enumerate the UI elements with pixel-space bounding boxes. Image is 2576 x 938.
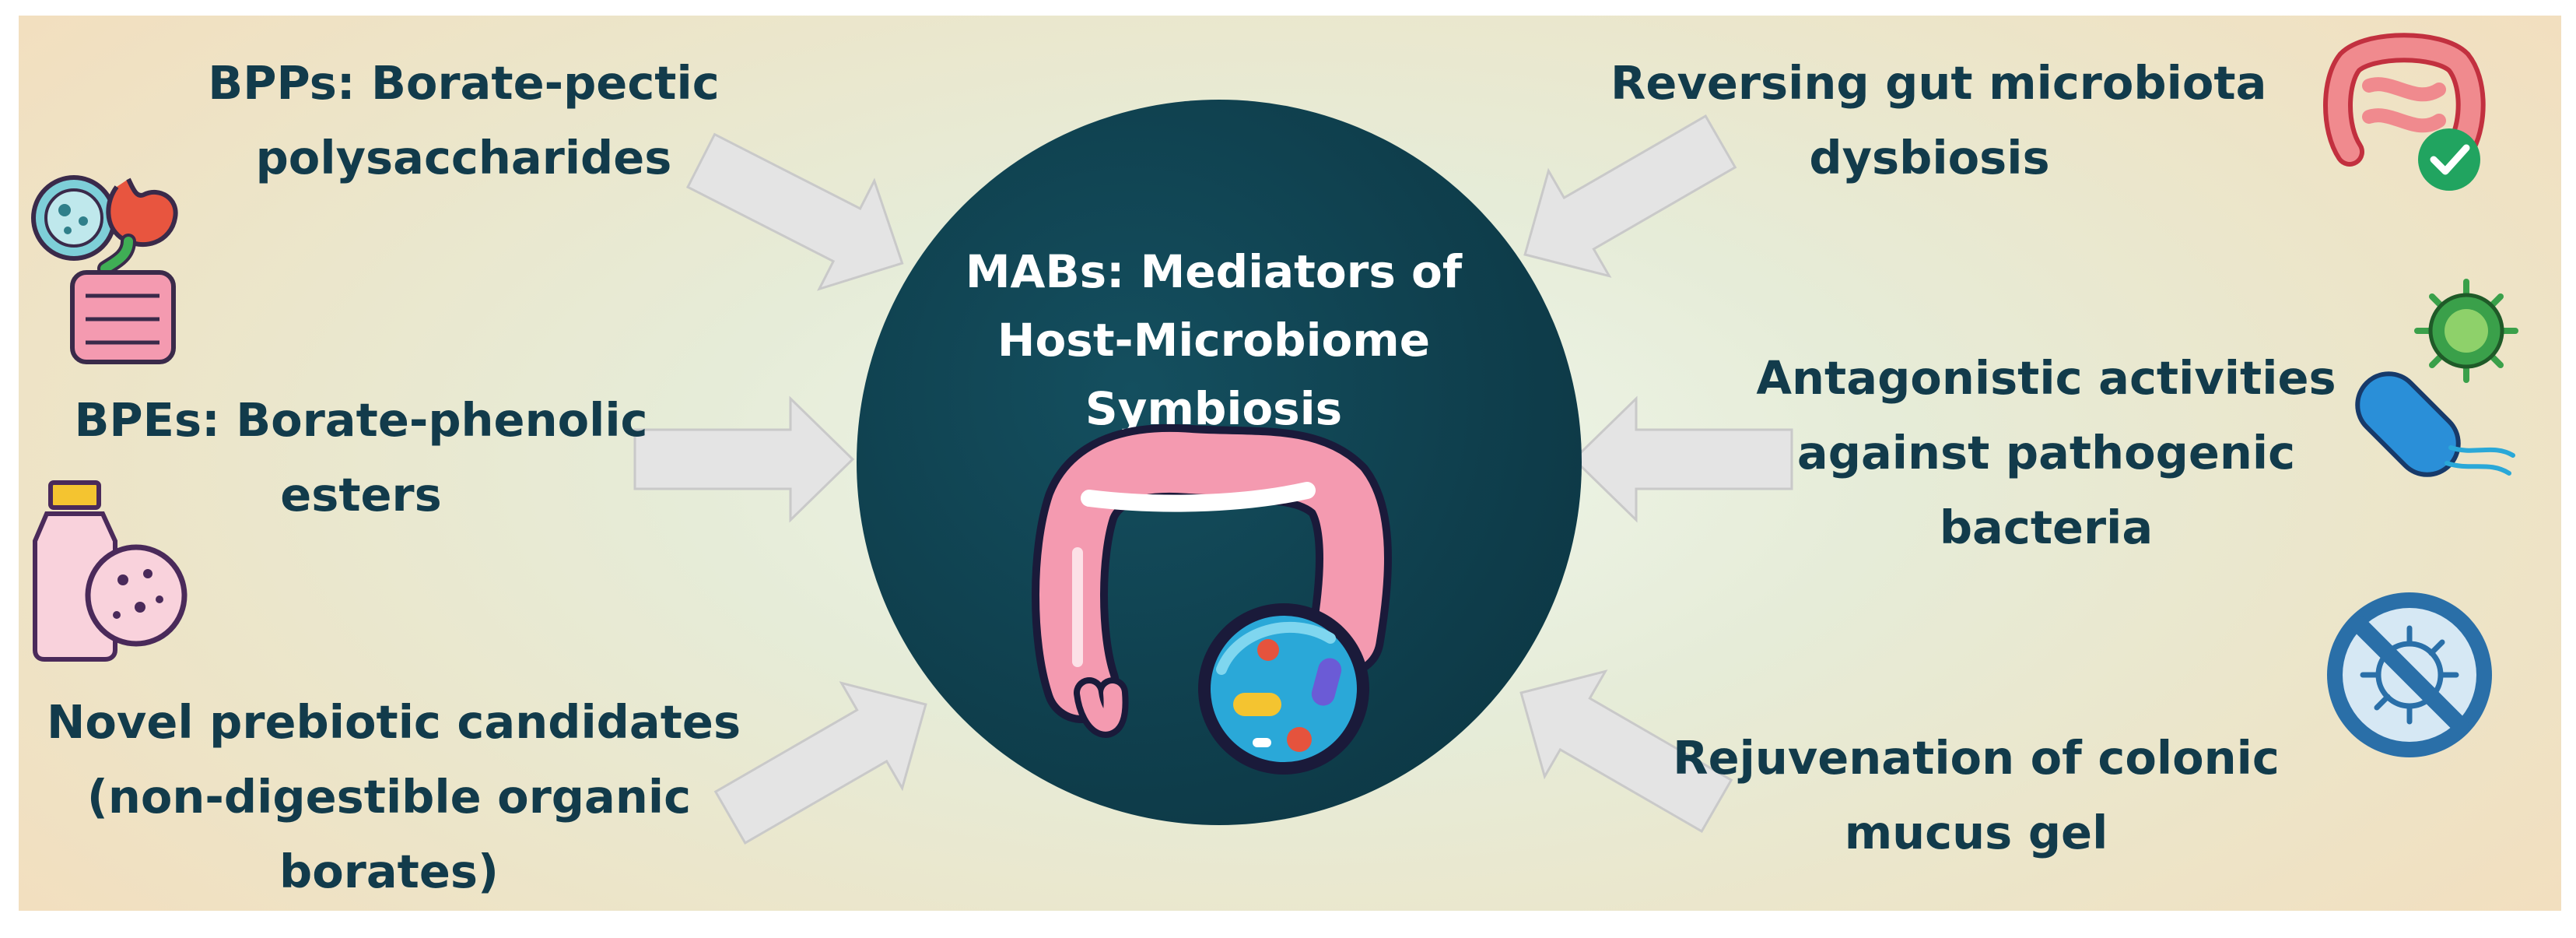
label-line: BPEs: Borate-phenolic <box>74 393 648 447</box>
label-mucus: Rejuvenation of colonic mucus gel <box>1665 721 2287 870</box>
label-line: Novel prebiotic candidates <box>47 695 741 749</box>
label-bpes: BPEs: Borate-phenolic esters <box>58 383 664 532</box>
center-title-line: Host-Microbiome <box>997 314 1431 367</box>
center-title-line: MABs: Mediators of <box>965 245 1463 298</box>
colon-microbiome-icon <box>1032 423 1392 775</box>
no-virus-icon <box>2327 592 2492 757</box>
label-line: against pathogenic <box>1796 426 2296 480</box>
bacteria-virus-icon <box>2355 279 2518 477</box>
label-line: BPPs: Borate-pectic <box>208 56 720 110</box>
stomach-intestine-icon <box>31 175 178 364</box>
label-line: polysaccharides <box>255 131 672 184</box>
label-bpps: BPPs: Borate-pectic polysaccharides <box>160 46 767 195</box>
label-line: esters <box>280 468 442 522</box>
label-line: dysbiosis <box>1809 131 2050 184</box>
label-line: (non-digestible organic <box>86 770 692 824</box>
probiotic-bottle-icon <box>33 480 188 662</box>
label-line: Reversing gut microbiota <box>1610 56 2267 110</box>
label-dysbiosis: Reversing gut microbiota dysbiosis <box>1610 46 2267 195</box>
center-title: MABs: Mediators of Host-Microbiome Symbi… <box>871 237 1556 443</box>
label-line: mucus gel <box>1844 806 2108 859</box>
label-line: Rejuvenation of colonic <box>1673 731 2280 785</box>
label-line: borates) <box>279 845 499 898</box>
label-line: Antagonistic activities <box>1756 351 2336 405</box>
label-antagonistic: Antagonistic activities against pathogen… <box>1743 341 2350 565</box>
label-line: bacteria <box>1939 501 2154 554</box>
intestine-check-icon <box>2323 33 2486 191</box>
label-prebiotic: Novel prebiotic candidates (non-digestib… <box>47 685 741 909</box>
